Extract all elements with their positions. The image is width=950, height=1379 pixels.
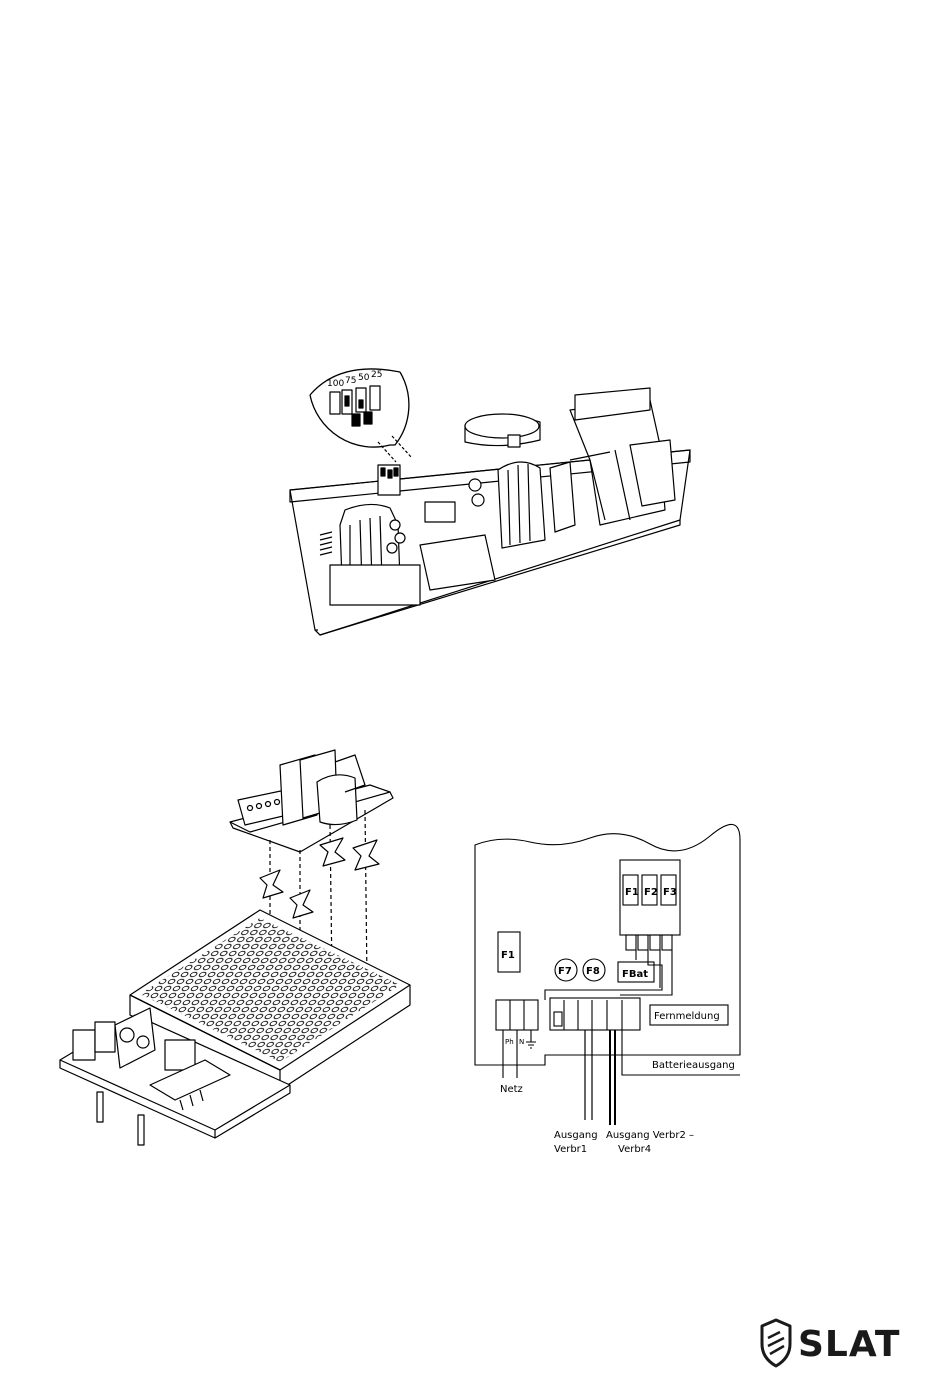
output-2-line1: Ausgang Verbr2 – [606, 1130, 694, 1141]
fuse-label-f3: F3 [663, 887, 677, 898]
terminal-n: N [519, 1038, 524, 1046]
mains-label: Netz [500, 1084, 523, 1095]
remote-signal-label: Fernmeldung [654, 1011, 720, 1022]
brand-logo: SLAT [750, 1318, 910, 1368]
fuse-block-top: F1 F2 F3 [620, 860, 680, 950]
board-diagram: 100 75 50 25 [270, 350, 710, 640]
fuse-label-f7: F7 [558, 966, 572, 977]
output-2-line2: Verbr4 [618, 1144, 651, 1155]
shield-logo-icon [762, 1320, 790, 1366]
dip-label-50: 50 [358, 373, 370, 383]
spacer-clips [260, 838, 379, 918]
fuse-label-f2: F2 [644, 887, 658, 898]
relay-board [230, 750, 393, 852]
fuse-label-f8: F8 [586, 966, 600, 977]
module-exploded-view [55, 740, 425, 1150]
output-1-line1: Ausgang [554, 1130, 598, 1141]
fuse-label-f1-left: F1 [501, 950, 515, 961]
dip-switch-zoom: 100 75 50 25 [310, 369, 412, 462]
output-1-line2: Verbr1 [554, 1144, 587, 1155]
wiring-diagram: F1 F2 F3 F1 F7 F8 FBat Fernmeldung Ph N … [470, 820, 760, 1165]
dip-label-100: 100 [327, 379, 344, 389]
battery-output-label: Batterieausgang [652, 1060, 735, 1071]
terminal-ph: Ph [505, 1038, 514, 1046]
brand-name: SLAT [798, 1324, 901, 1365]
dip-label-25: 25 [371, 370, 382, 380]
pcb-board [290, 388, 690, 635]
mains-terminal: Ph N Netz [496, 1000, 538, 1095]
fuse-label-fbat: FBat [622, 969, 648, 980]
dip-label-75: 75 [345, 376, 356, 386]
fuse-label-f1-top: F1 [625, 887, 639, 898]
